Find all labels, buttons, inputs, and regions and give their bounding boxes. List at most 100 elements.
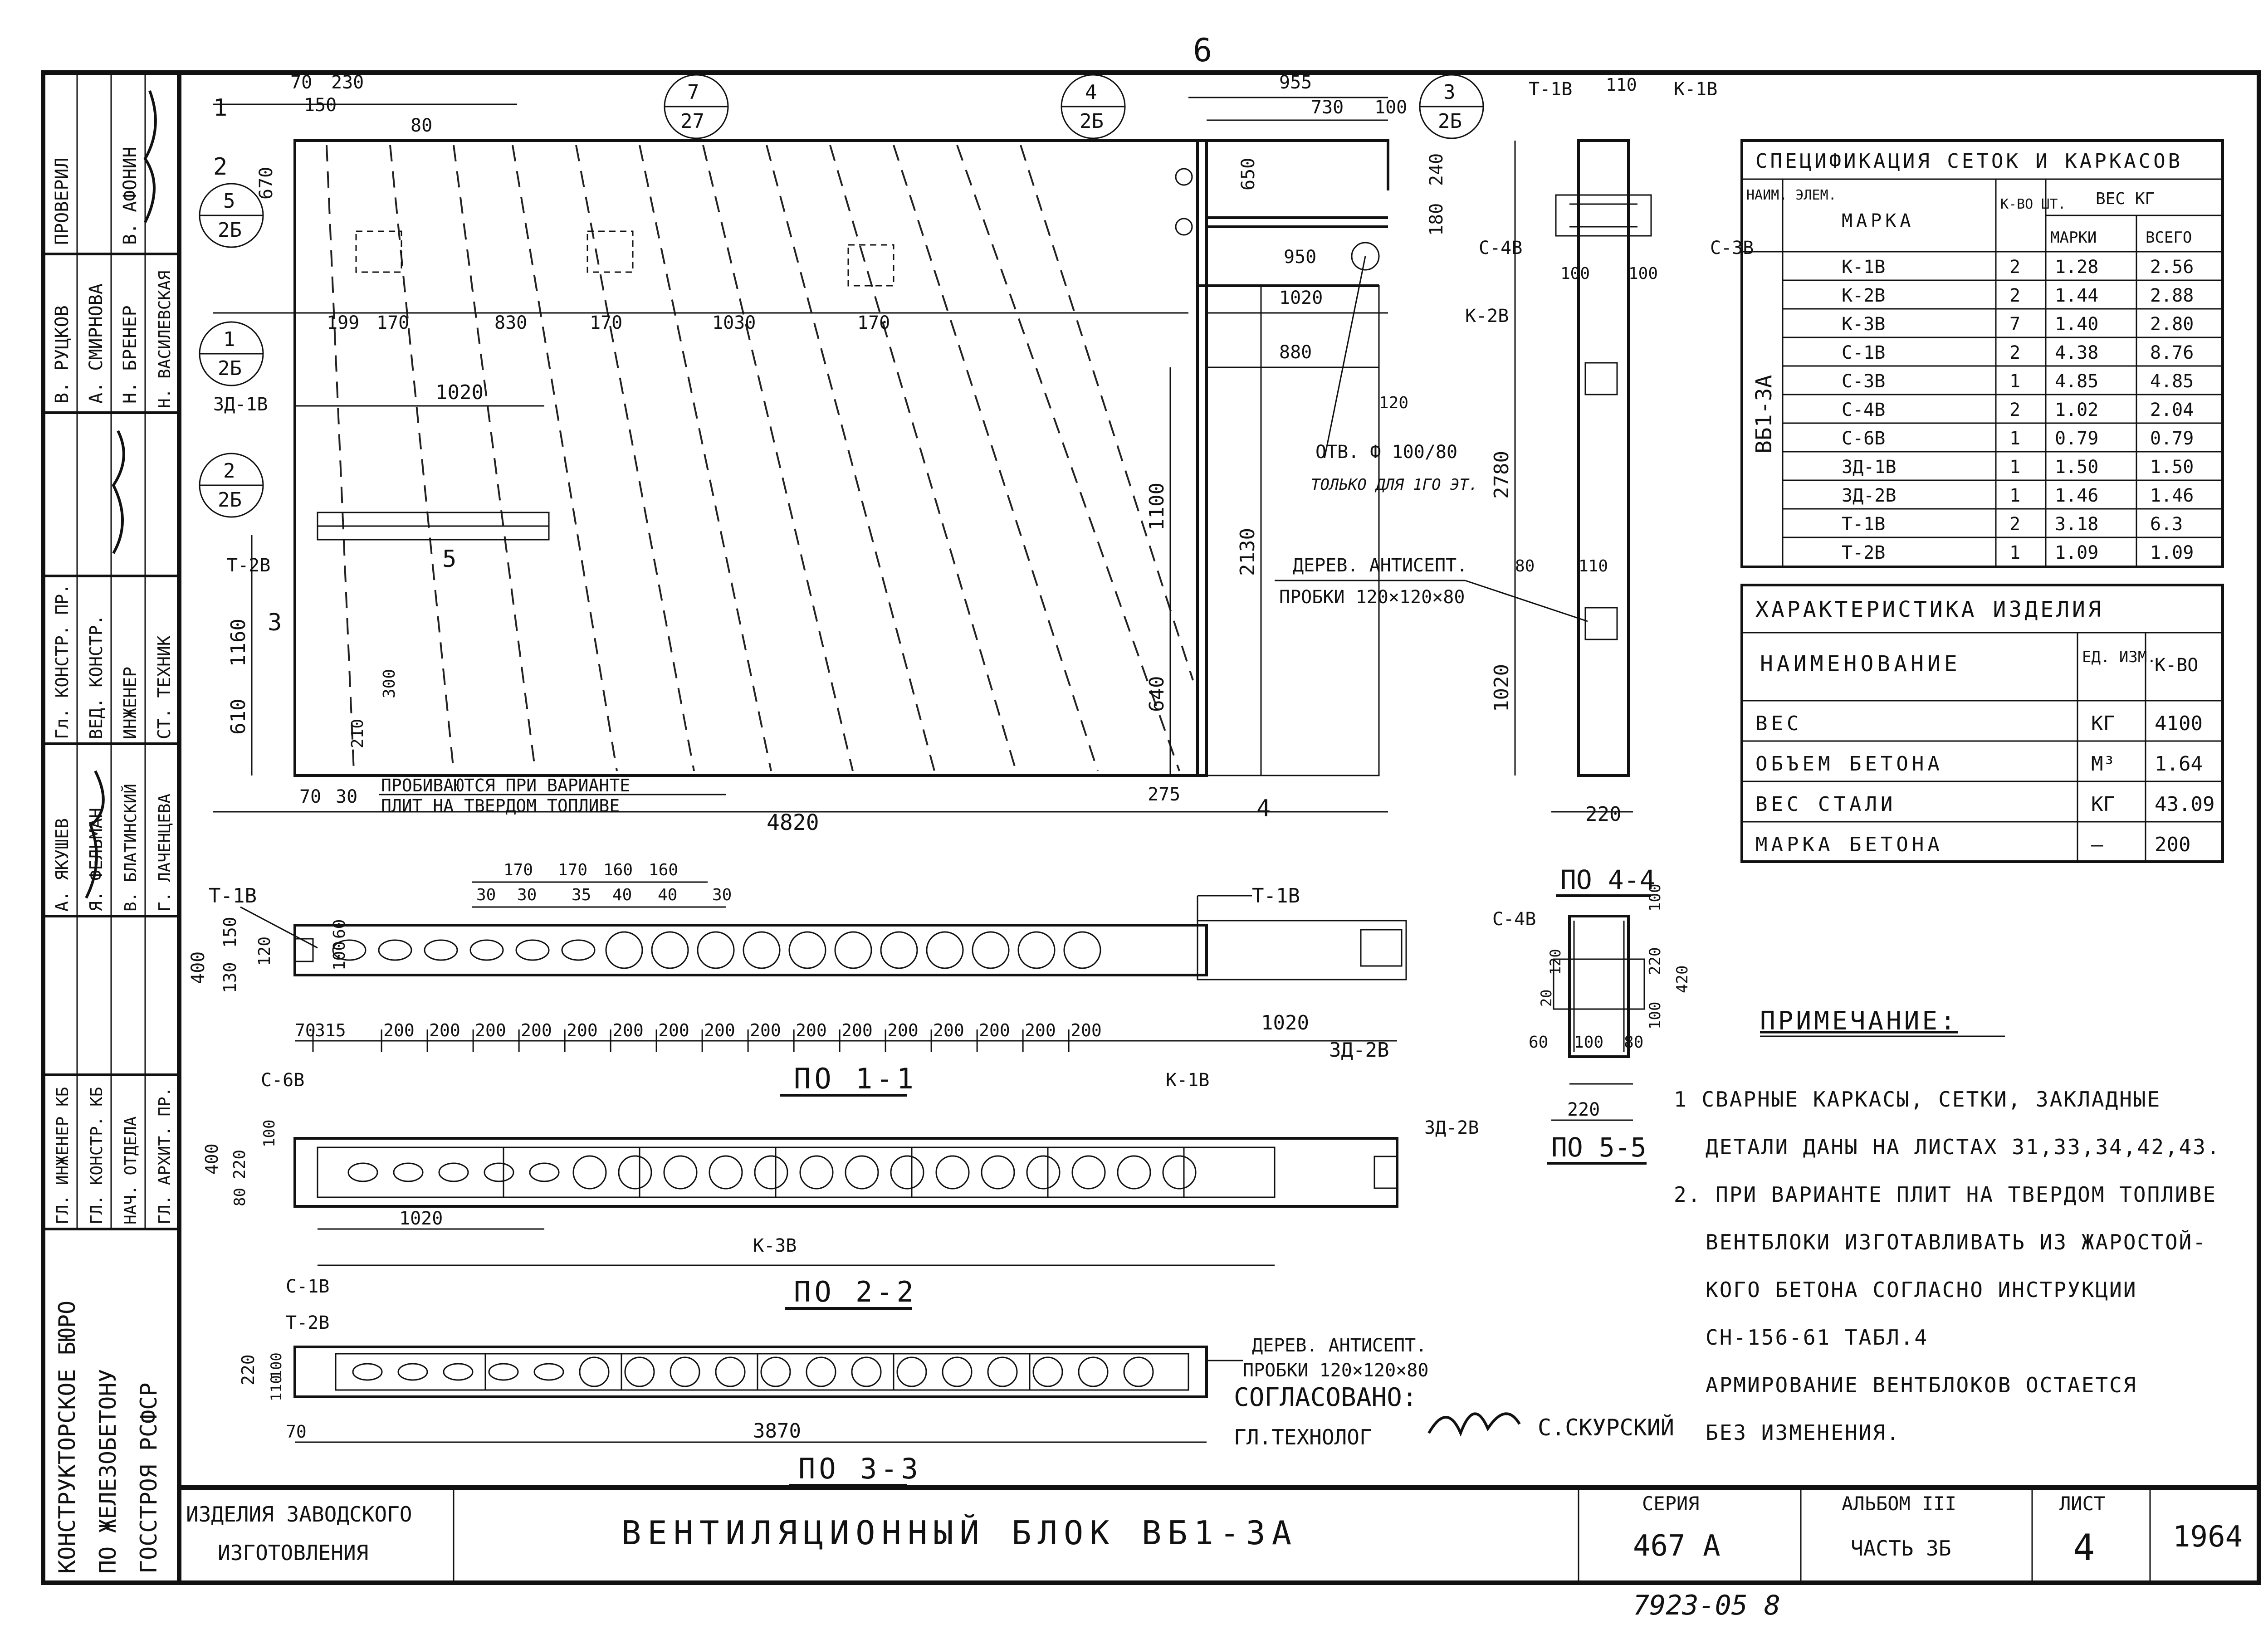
- round-hole: [799, 1155, 834, 1190]
- dim: 950: [1284, 247, 1316, 268]
- elevation-view: 70 230 150 80 955 730 100 199 170 830 17…: [199, 72, 1754, 835]
- round-hole: [972, 931, 1010, 969]
- dim: 100: [1646, 884, 1664, 912]
- dim: 120: [255, 937, 274, 966]
- dim: 220: [1567, 1099, 1600, 1120]
- dim: 400: [202, 1143, 222, 1175]
- char-cell: КГ: [2091, 712, 2115, 735]
- dim: 170: [376, 312, 409, 333]
- role-ruckov: В. РУЦКОВ: [52, 305, 73, 404]
- role-gl-arkhit: ГЛ. АРХИТ. ПР.: [156, 1087, 174, 1224]
- oval-hole: [561, 939, 596, 961]
- svg-text:2Б: 2Б: [218, 219, 242, 242]
- dim: 200: [750, 1020, 781, 1040]
- dim: 60: [330, 919, 349, 939]
- char-cell: ВЕС: [1755, 712, 1802, 735]
- footer-number: 7923-05 8: [1633, 1590, 1780, 1621]
- char-cell: КГ: [2091, 793, 2115, 816]
- detail-circle: 5 2Б: [199, 183, 264, 248]
- oval-hole: [347, 1162, 378, 1182]
- tag: ЗД-2В: [1329, 1039, 1389, 1062]
- dim: 1020: [399, 1208, 443, 1229]
- round-hole: [651, 931, 689, 969]
- dim: 1160: [227, 619, 250, 667]
- tag: Т-2В: [286, 1312, 329, 1333]
- tag-t2v: Т-2В: [227, 555, 270, 576]
- role-gl-konstr-kb: ГЛ. КОНСТР. КБ: [88, 1087, 106, 1224]
- round-hole: [1078, 1356, 1109, 1387]
- spec-cell: С-4В: [1842, 400, 1885, 420]
- dim: 230: [331, 72, 364, 93]
- dim: 955: [1279, 72, 1312, 93]
- dim: 100: [268, 1352, 285, 1379]
- section-label: ПО 4-4: [1560, 864, 1656, 895]
- oval-hole: [438, 1162, 469, 1182]
- round-hole: [926, 931, 964, 969]
- notes-title: ПРИМЕЧАНИЕ:: [1760, 1006, 1958, 1036]
- org-line-2: ПО ЖЕЛЕЗОБЕТОНУ: [95, 1369, 121, 1574]
- wood-plug-2-s33: ПРОБКИ 120×120×80: [1243, 1360, 1428, 1381]
- round-hole: [896, 1356, 927, 1387]
- char-header: К-ВО: [2155, 655, 2198, 676]
- spec-cell: 3.18: [2055, 514, 2098, 535]
- svg-text:27: 27: [680, 110, 704, 133]
- round-hole: [1123, 1356, 1154, 1387]
- note-line: ВЕНТБЛОКИ ИЗГОТАВЛИВАТЬ ИЗ ЖАРОСТОЙ-: [1706, 1230, 2207, 1254]
- round-hole: [605, 931, 643, 969]
- oval-hole: [397, 1363, 428, 1381]
- spec-cell: 1.28: [2055, 257, 2098, 278]
- section-mark: 4: [1256, 795, 1271, 822]
- round-hole: [754, 1155, 788, 1190]
- dim: 640: [1145, 676, 1168, 712]
- round-hole: [806, 1356, 836, 1387]
- dim: 180: [1426, 203, 1447, 236]
- section-mark: 2: [213, 153, 227, 180]
- detail-circle: 1 2Б: [199, 321, 264, 386]
- dim: 210: [348, 719, 367, 748]
- org-line-3: ГОССТРОЯ РСФСР: [136, 1383, 162, 1574]
- wood-plug-2: ПРОБКИ 120×120×80: [1279, 587, 1465, 608]
- dim: 80: [1624, 1033, 1643, 1052]
- spec-cell: 6.3: [2150, 514, 2183, 535]
- round-hole: [624, 1356, 655, 1387]
- dim: 1020: [435, 381, 484, 404]
- dim: 1030: [712, 312, 756, 333]
- dim: 80: [411, 115, 432, 136]
- round-hole: [670, 1356, 700, 1387]
- spec-cell: К-1В: [1842, 257, 1885, 278]
- spec-cell: 0.79: [2055, 428, 2098, 449]
- note-bottom-2: ПЛИТ НА ТВЕРДОМ ТОПЛИВЕ: [381, 796, 620, 816]
- dim: 4820: [767, 810, 819, 835]
- spec-table: СПЕЦИФИКАЦИЯ СЕТОК И КАРКАСОВ НАИМ. ЭЛЕМ…: [1740, 139, 2224, 568]
- signature-scribble: [112, 430, 125, 554]
- detail-circle: 3 2Б: [1419, 74, 1484, 139]
- spec-cell: 1: [2009, 371, 2020, 392]
- dim: 315: [315, 1020, 346, 1040]
- signature-scribble: [85, 770, 105, 899]
- role-nach-otdela: НАЧ. ОТДЕЛА: [122, 1116, 140, 1224]
- album-part: ЧАСТЬ 3Б: [1851, 1536, 1951, 1561]
- spec-cell: 1.44: [2055, 285, 2098, 306]
- round-hole: [1162, 1155, 1197, 1190]
- spec-cell: 4.38: [2055, 342, 2098, 363]
- char-cell: 4100: [2155, 712, 2203, 735]
- dim: 1100: [1145, 483, 1168, 531]
- spec-cell: 2.88: [2150, 285, 2194, 306]
- section-mark: 3: [268, 609, 282, 636]
- dim: 730: [1311, 97, 1344, 118]
- round-hole: [572, 1155, 607, 1190]
- dim: 1020: [1279, 288, 1323, 308]
- dim: 170: [503, 861, 533, 879]
- dim: 100: [1574, 1033, 1603, 1052]
- series-value: 467 А: [1633, 1529, 1721, 1563]
- round-hole: [1117, 1155, 1151, 1190]
- dim: 200: [567, 1020, 598, 1040]
- tag: С-6В: [261, 1070, 304, 1091]
- svg-text:1: 1: [223, 328, 235, 351]
- dim: 2130: [1236, 528, 1259, 576]
- spec-cell: 2: [2009, 400, 2020, 420]
- round-hole: [1017, 931, 1056, 969]
- dim: 199: [327, 312, 359, 333]
- spec-cell: 1.50: [2150, 457, 2194, 478]
